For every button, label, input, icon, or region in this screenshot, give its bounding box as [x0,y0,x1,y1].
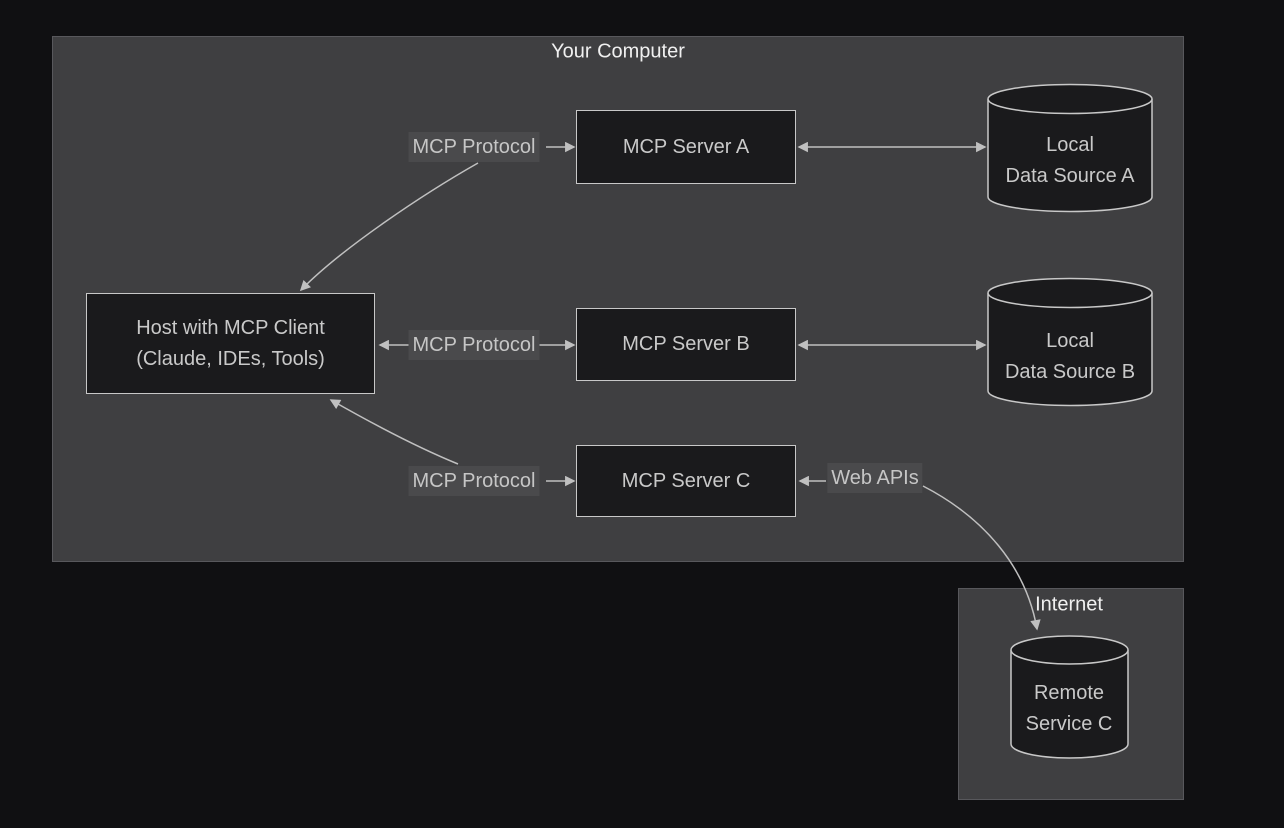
cylinder-local-data-source-a [987,83,1153,213]
remote-service-c-label: Remote Service C [1025,682,1113,735]
mcp-server-a-label: MCP Server A [622,135,750,158]
node-mcp-server-b: MCP Server B [576,308,796,381]
local-data-source-a-label: Local Data Source A [1005,134,1135,187]
mcp-server-c-label: MCP Server C [621,469,751,492]
edge-label-web-apis: Web APIs [827,463,923,493]
edge-protocol-c-to-host [329,399,459,465]
local-data-source-b-label: Local Data Source B [1004,330,1136,383]
cylinder-remote-service-c [1010,635,1129,759]
node-mcp-server-c: MCP Server C [576,445,796,517]
host-label-line1: Host with MCP Client [136,316,325,339]
group-title-internet: Internet [1035,593,1103,616]
edge-web-apis-to-remote-service-c [922,485,1041,631]
edge-protocol-a-to-host [299,162,479,292]
edge-label-mcp-protocol-b: MCP Protocol [408,330,540,360]
mcp-server-b-label: MCP Server B [622,333,750,355]
host-label-line2: (Claude, IDEs, Tools) [136,347,325,370]
edge-label-mcp-protocol-a: MCP Protocol [408,132,540,162]
group-title-your-computer: Your Computer [551,40,685,63]
node-mcp-server-a: MCP Server A [576,110,796,184]
cylinder-local-data-source-b [987,277,1153,407]
edge-label-mcp-protocol-c: MCP Protocol [408,466,540,496]
node-host-with-mcp-client: Host with MCP Client (Claude, IDEs, Tool… [86,293,375,394]
